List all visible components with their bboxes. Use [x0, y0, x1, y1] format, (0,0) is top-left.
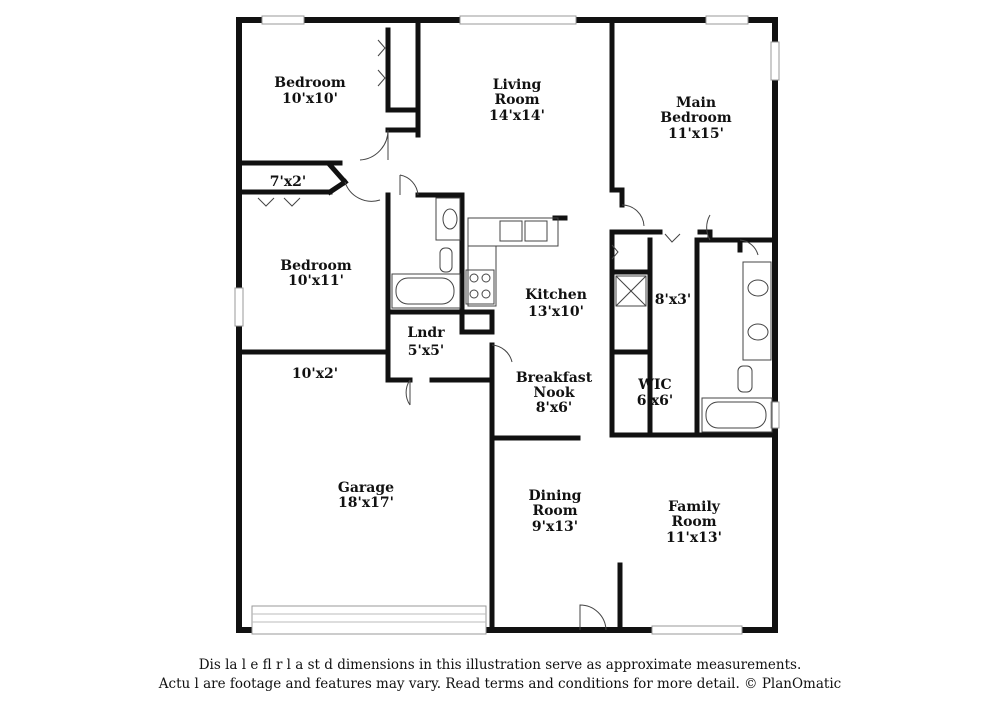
- breakfast-nook-size: 8'x6': [536, 400, 572, 416]
- doors: [257, 39, 759, 631]
- living-room-name-2: Room: [494, 92, 539, 108]
- main-bedroom-size: 11'x15': [668, 126, 724, 142]
- exterior-walls: [236, 17, 778, 633]
- dining-room-size: 9'x13': [532, 519, 578, 535]
- dining-room-name-1: Dining: [529, 488, 582, 504]
- room-labels: Bedroom 10'x10' Living Room 14'x14' Main…: [270, 75, 732, 546]
- closet-8x3-size: 8'x3': [655, 292, 691, 308]
- wic-size: 6'x6': [637, 393, 673, 409]
- wic-name: WIC: [637, 377, 671, 393]
- kitchen-size: 13'x10': [528, 304, 584, 320]
- living-room-name-1: Living: [493, 77, 542, 93]
- garage-door-lines: [252, 613, 486, 623]
- bedroom-1-size: 10'x10': [282, 91, 338, 107]
- interior-walls: [236, 17, 778, 633]
- family-room-size: 11'x13': [666, 530, 722, 546]
- laundry-name: Lndr: [407, 325, 445, 341]
- dining-room-name-2: Room: [532, 503, 577, 519]
- windows: [234, 15, 780, 635]
- garage-name: Garage: [338, 480, 394, 496]
- bedroom-2-size: 10'x11': [288, 273, 344, 289]
- breakfast-nook-name-2: Nook: [533, 385, 574, 401]
- main-bedroom-name-1: Main: [676, 95, 716, 111]
- disclaimer-line-1: Dis la l e fl r l a st d dimensions in t…: [198, 657, 802, 673]
- bedroom-2-name: Bedroom: [280, 258, 352, 274]
- breakfast-nook-name-1: Breakfast: [516, 370, 593, 386]
- disclaimer-line-2: Actu l are footage and features may vary…: [158, 676, 842, 692]
- closet-10x2-size: 10'x2': [292, 366, 338, 382]
- laundry-size: 5'x5': [408, 343, 444, 359]
- family-room-name-1: Family: [668, 499, 721, 515]
- garage-size: 18'x17': [338, 495, 394, 511]
- main-bedroom-name-2: Bedroom: [660, 110, 732, 126]
- living-room-size: 14'x14': [489, 108, 545, 124]
- bedroom-1-name: Bedroom: [274, 75, 346, 91]
- kitchen-name: Kitchen: [525, 287, 587, 303]
- closet-7x2-size: 7'x2': [270, 174, 306, 190]
- fixtures: [391, 197, 773, 433]
- family-room-name-2: Room: [671, 514, 716, 530]
